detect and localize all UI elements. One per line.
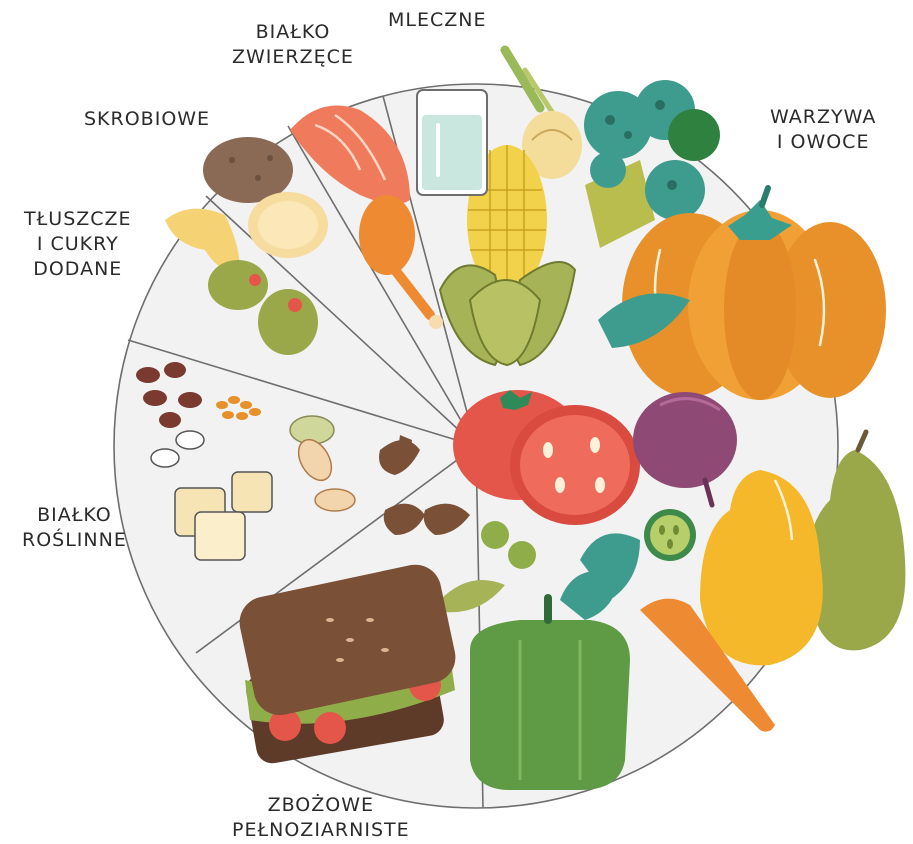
label-warzywa-line-2: I OWOCE: [770, 130, 876, 155]
bell-pepper-icon: [470, 598, 630, 790]
label-bialko-zwierzece-line-1: BIAŁKO: [232, 20, 354, 45]
label-bialko-roslinne-line-2: ROŚLINNE: [22, 528, 127, 553]
label-zbozowe-line-1: ZBOŻOWE: [232, 793, 410, 818]
label-bialko-roslinne-line-1: BIAŁKO: [22, 503, 127, 528]
label-mleczne-line-1: MLECZNE: [388, 8, 486, 33]
label-warzywa: WARZYWA I OWOCE: [770, 105, 876, 155]
label-warzywa-line-1: WARZYWA: [770, 105, 876, 130]
label-tluszcze-line-1: TŁUSZCZE: [24, 207, 132, 232]
label-mleczne: MLECZNE: [388, 8, 486, 33]
label-bialko-roslinne: BIAŁKO ROŚLINNE: [22, 503, 127, 553]
cucumber-icon: [644, 509, 696, 561]
label-skrobiowe: SKROBIOWE: [84, 107, 210, 132]
label-tluszcze: TŁUSZCZE I CUKRY DODANE: [24, 207, 132, 282]
label-skrobiowe-line-1: SKROBIOWE: [84, 107, 210, 132]
label-bialko-zwierzece: BIAŁKO ZWIERZĘCE: [232, 20, 354, 70]
label-tluszcze-line-3: DODANE: [24, 257, 132, 282]
milk-glass-icon: [417, 90, 487, 195]
label-zbozowe-line-2: PEŁNOZIARNISTE: [232, 818, 410, 843]
label-tluszcze-line-2: I CUKRY: [24, 232, 132, 257]
label-zbozowe: ZBOŻOWE PEŁNOZIARNISTE: [232, 793, 410, 843]
label-bialko-zwierzece-line-2: ZWIERZĘCE: [232, 45, 354, 70]
